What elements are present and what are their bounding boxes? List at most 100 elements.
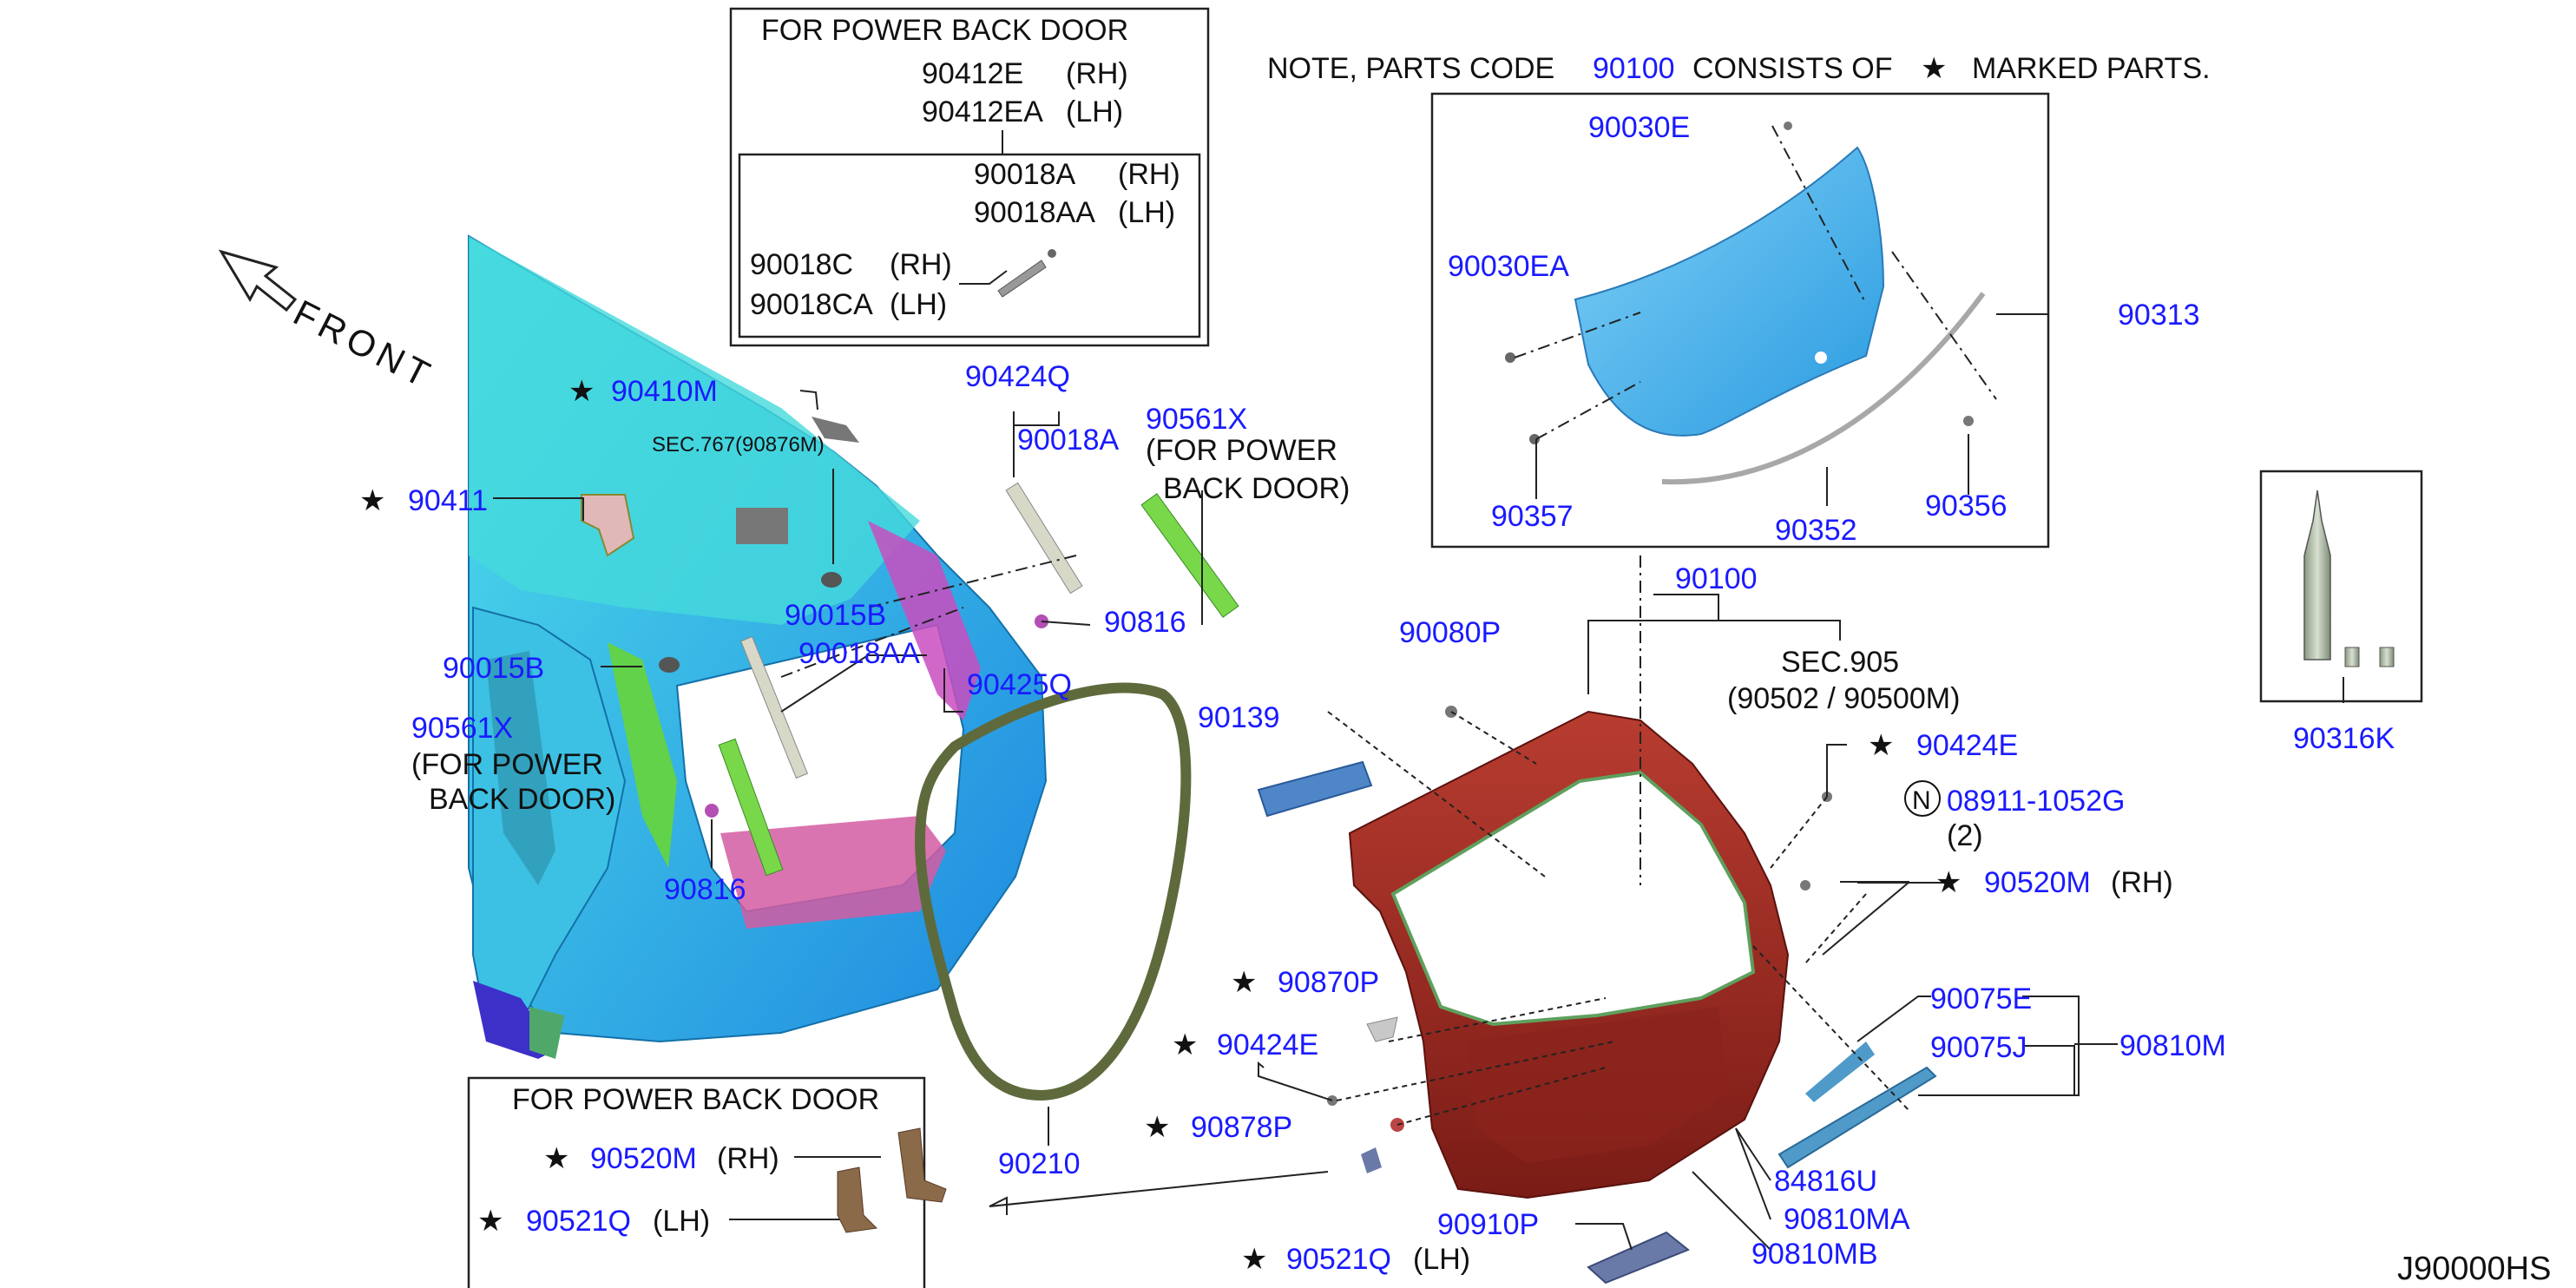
pbt-90018AA: 90018AA [974,196,1095,229]
label-90910P: 90910P [1437,1208,1539,1241]
label-90015B-mid: 90015B [785,599,886,632]
finisher-90810M-icon [1778,1066,1937,1169]
bumper-stop-90015B-left-icon [659,657,680,673]
label-84816U: 84816U [1774,1165,1877,1198]
vehicle-body-illustration [468,234,1048,1059]
note-prefix: NOTE, PARTS CODE [1267,52,1554,85]
label-90100: 90100 [1675,562,1758,595]
label-90410M: 90410M [611,375,718,408]
bracket-90521Q-box-icon [837,1166,878,1233]
label-90521Q-lh: (LH) [1413,1243,1470,1276]
label-90424E-bot: 90424E [1217,1028,1318,1061]
wb-90030EA: 90030EA [1448,250,1569,283]
diagram-code: J90000HS [2397,1251,2551,1287]
label-sec905-sub: (90502 / 90500M) [1727,682,1960,715]
wb-90313: 90313 [2118,299,2200,332]
star-90424E-bot: ★ [1172,1028,1198,1061]
pbb-90521Q-side: (LH) [653,1205,710,1238]
molding-90352-icon [1661,292,1986,485]
label-90816-right: 90816 [1104,606,1186,639]
pbt-90018A: 90018A [974,158,1076,191]
finisher-bracket-icon [1805,1042,1875,1102]
label-90015B-left: 90015B [443,652,544,685]
label-90810MA: 90810MA [1784,1203,1910,1236]
label-back-door-left: BACK DOOR) [429,783,615,816]
label-90139: 90139 [1198,701,1280,734]
sealant-nozzle-icon [2303,490,2331,660]
label-back-door-right: BACK DOOR) [1163,472,1350,505]
cap-b-icon [2379,647,2395,667]
pbt-90018C: 90018C [750,248,853,281]
power-strut-90561X-right-icon [1140,493,1239,618]
pbb-90520M: 90520M [590,1142,697,1175]
label-90816-left: 90816 [664,873,746,906]
tool-box-frame [2259,470,2423,703]
bracket-90521Q-icon [1361,1147,1382,1173]
note-star: ★ [1921,52,1947,85]
label-sec905: SEC.905 [1781,646,1899,679]
power-box-top-frame [729,7,1210,347]
pbt-90018C-side: (RH) [890,248,952,281]
front-arrow-icon [218,249,298,312]
pbb-90521Q: 90521Q [526,1205,631,1238]
label-90878P: 90878P [1191,1111,1292,1144]
pbt-90412EA-side: (LH) [1066,95,1123,128]
star-90410M: ★ [568,375,595,408]
label-90561X-right: 90561X [1146,403,1247,436]
label-for-power-right: (FOR POWER [1146,434,1337,467]
star-90424E-top: ★ [1868,729,1894,762]
wb-90356: 90356 [1925,490,2008,522]
power-box-bottom-title: FOR POWER BACK DOOR [512,1083,879,1116]
power-box-top-inner-frame [738,153,1201,338]
label-90561X-left: 90561X [411,712,513,745]
label-for-power-left: (FOR POWER [411,748,603,781]
label-nut-count: (2) [1947,819,1983,852]
label-90870P: 90870P [1278,966,1379,999]
hinge-90411-icon [581,494,635,557]
clip-90030E-icon [1784,122,1792,130]
star-90878P: ★ [1144,1111,1170,1144]
rear-glass-90313-icon [1574,146,1885,437]
wb-90030E: 90030E [1588,111,1690,144]
nut-symbol: N [1912,786,1931,815]
glass-marker-icon [1815,352,1827,364]
window-box-frame [1430,92,2050,549]
star-90411: ★ [359,484,385,517]
label-90080P: 90080P [1399,616,1501,649]
sec767-module-icon [736,508,788,544]
leader-lines [493,130,2344,1251]
label-90521Q: 90521Q [1286,1243,1391,1276]
label-90018A: 90018A [1017,424,1120,457]
tool-90316K: 90316K [2293,722,2395,755]
wb-90357: 90357 [1491,500,1574,533]
plate-90910P-icon [1587,1231,1690,1285]
label-90810MB: 90810MB [1751,1238,1878,1271]
label-90018AA: 90018AA [798,637,920,670]
star-90521Q: ★ [1241,1243,1267,1276]
label-90810M: 90810M [2119,1029,2226,1062]
label-90411: 90411 [408,484,488,517]
pbt-90018CA-side: (LH) [890,288,947,321]
nut-symbol-circle [1904,780,1941,817]
license-lamp-90139-icon [1257,760,1373,818]
note-suffix: MARKED PARTS. [1972,52,2211,85]
star-90870P: ★ [1231,966,1257,999]
gas-strut-90018AA-icon [740,635,808,779]
pbt-90412EA: 90412EA [922,95,1043,128]
strut-90018C-icon [997,260,1047,298]
clip-90357-icon [1529,434,1540,444]
label-90520M-rh: (RH) [2111,866,2173,899]
label-sec767: SEC.767(90876M) [652,433,825,457]
back-door-90100-illustration [1348,710,1790,1199]
note-middle: CONSISTS OF [1692,52,1892,85]
pbb-90520M-side: (RH) [717,1142,779,1175]
pbt-90018AA-side: (LH) [1118,196,1175,229]
power-box-top-title: FOR POWER BACK DOOR [761,14,1128,47]
dashed-lines [780,125,1997,1126]
label-90075J: 90075J [1930,1031,2027,1064]
clip-90356-icon [1963,416,1974,426]
label-90424E-top: 90424E [1916,729,2018,762]
strut-90018A-icon [1048,249,1056,258]
cap-a-icon [2344,647,2360,667]
